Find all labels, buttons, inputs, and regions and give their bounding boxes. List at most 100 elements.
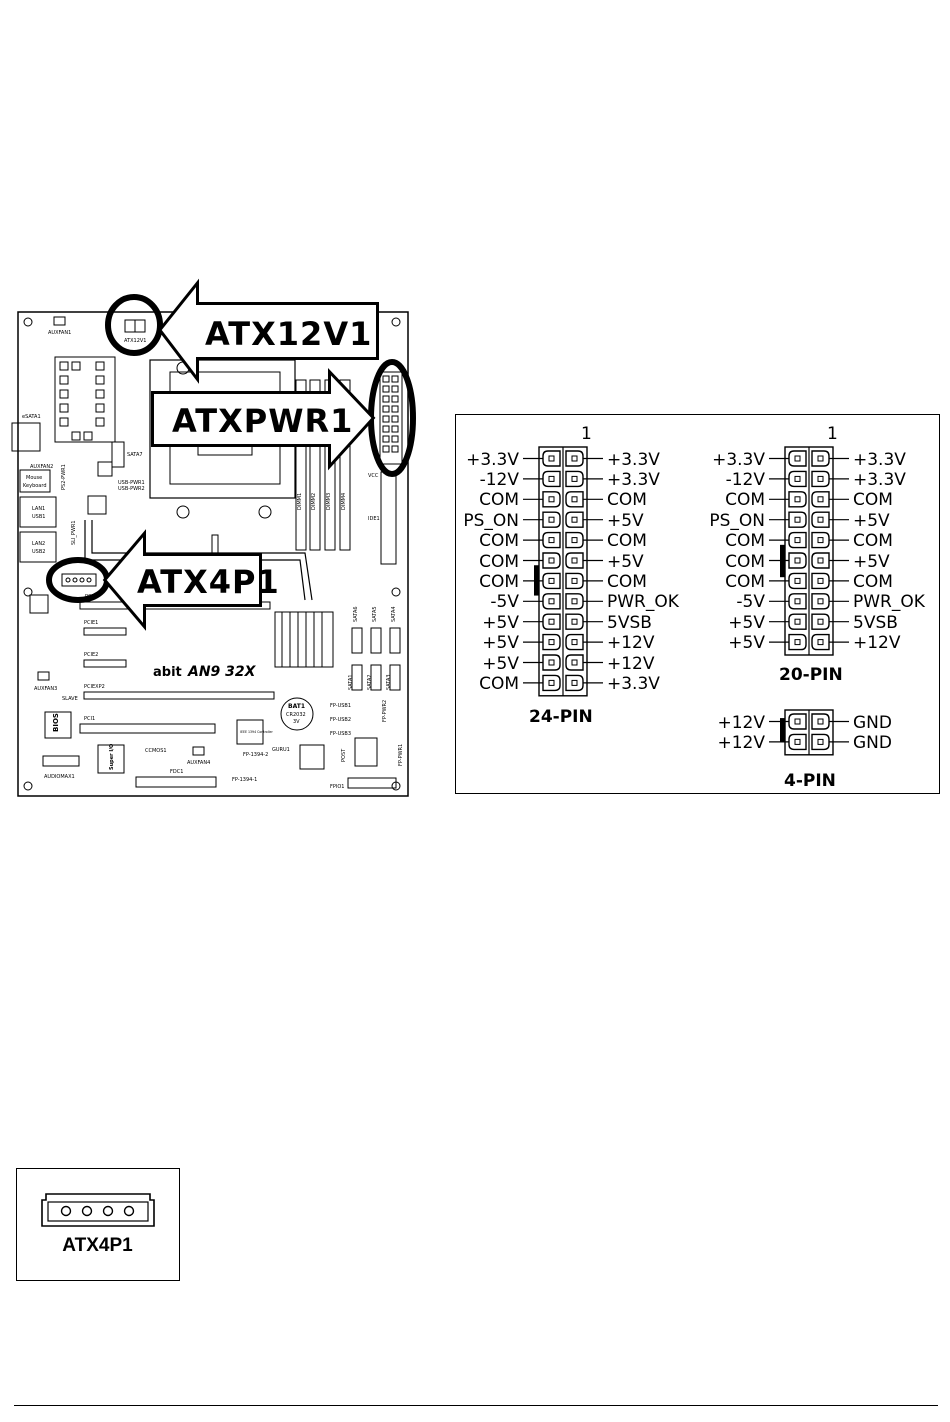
fdc1-label: FDC1 bbox=[170, 769, 183, 775]
pin24-right-label: +12V bbox=[607, 653, 655, 674]
mount-hole bbox=[391, 317, 401, 327]
pin4-pin-left bbox=[787, 733, 807, 750]
pin20-right-label: COM bbox=[853, 531, 893, 552]
pin20-pin-left bbox=[787, 449, 807, 467]
pin4-pin-left-contact bbox=[794, 738, 800, 745]
pin20-pin-left-contact bbox=[794, 495, 800, 502]
pin20-pin-left bbox=[787, 531, 807, 548]
guru1-label: GURU1 bbox=[272, 747, 290, 753]
pin20-pin-right-contact bbox=[817, 597, 823, 604]
super-io-chip bbox=[97, 744, 125, 774]
lan2-label: LAN2 bbox=[32, 541, 45, 547]
atx12v1-small-label: ATX12V1 bbox=[124, 338, 146, 344]
pin4-left-label: +12V bbox=[717, 732, 765, 753]
pin24-pin-left-contact bbox=[548, 516, 554, 523]
pin24-pin-right-contact bbox=[571, 516, 577, 523]
sata1-label: SATA1 bbox=[348, 674, 354, 690]
pin24-right-label: +3.3V bbox=[607, 673, 660, 694]
dimm3-label: DIMM3 bbox=[326, 493, 332, 510]
fp-pwr2-label: FP-PWR2 bbox=[382, 700, 388, 722]
auxfan3-label: AUXFAN3 bbox=[34, 686, 57, 692]
atx12v1-highlight bbox=[105, 294, 163, 356]
pin24-left-label: COM bbox=[479, 571, 519, 592]
post-label: POST bbox=[341, 748, 347, 762]
pin4-pin-right bbox=[810, 733, 830, 750]
pin24-pin-left-contact bbox=[548, 618, 554, 625]
lan2-usb2-port bbox=[19, 531, 57, 563]
dimm1-label: DIMM1 bbox=[297, 493, 303, 510]
pin20-pin-left-contact bbox=[794, 638, 800, 645]
pin20-pin-right-contact bbox=[817, 557, 823, 563]
pin24-left-label: COM bbox=[479, 673, 519, 694]
pin24-left-label: COM bbox=[479, 490, 519, 511]
pin24-pin-right bbox=[564, 531, 584, 548]
pin20-pin-left bbox=[787, 592, 807, 609]
pin24-pin-left bbox=[541, 674, 561, 691]
pin20-pin-left-contact bbox=[794, 577, 800, 584]
pin24-pin-right bbox=[564, 653, 584, 671]
pin24-pin-right-contact bbox=[571, 659, 577, 665]
pin20-right-label: +5V bbox=[853, 551, 890, 572]
pin24-pin-left bbox=[541, 490, 561, 507]
brand-model: AN9 32X bbox=[187, 664, 257, 680]
esata1-port bbox=[11, 422, 41, 452]
pinout-graphics bbox=[522, 445, 849, 755]
vcc-label: VCC bbox=[368, 473, 379, 479]
atx4p1-detail-label: ATX4P1 bbox=[62, 1235, 133, 1256]
pin24-pin-left-contact bbox=[548, 659, 554, 665]
pin20-left-label: +5V bbox=[728, 612, 765, 633]
pin20-pin-left bbox=[787, 490, 807, 507]
pin24-left-label: COM bbox=[479, 551, 519, 572]
atx4p1-callout: ATX4P1 bbox=[137, 563, 280, 601]
pin4-pin-right-contact bbox=[817, 738, 823, 745]
pin24-left-label: +5V bbox=[482, 633, 519, 654]
pin4-right-label: GND bbox=[853, 712, 892, 733]
pin24-right-label: +3.3V bbox=[607, 449, 660, 470]
pin4-caption: 4-PIN bbox=[784, 771, 836, 791]
pin4-pin-left-contact bbox=[794, 718, 800, 724]
pin24-pin-right-contact bbox=[571, 495, 577, 502]
usb1-label: USB1 bbox=[32, 514, 45, 520]
pin20-pin-right bbox=[810, 633, 830, 650]
pin24-pin1-label: 1 bbox=[581, 424, 592, 444]
pin20-left-label: COM bbox=[725, 531, 765, 552]
pin24-right-label: +12V bbox=[607, 633, 655, 654]
cr2032-label: CR2032 bbox=[286, 712, 306, 718]
pin24-left-label: +5V bbox=[482, 612, 519, 633]
pin20-pin-right-contact bbox=[817, 495, 823, 502]
pin4-right-label: GND bbox=[853, 732, 892, 753]
pin24-pin-right bbox=[564, 449, 584, 467]
sli-pwr1-label: SLI_PWR1 bbox=[71, 520, 77, 545]
pin20-pin-left-contact bbox=[794, 597, 800, 604]
pin24-pin-right bbox=[564, 592, 584, 609]
pin20-pin-left-contact bbox=[794, 455, 800, 461]
pin24-pin-left bbox=[541, 633, 561, 650]
bat1-label: BAT1 bbox=[288, 703, 305, 710]
pciexp2-label: PCIEXP2 bbox=[84, 684, 105, 690]
pin24-pin-left bbox=[541, 551, 561, 569]
ps2-port bbox=[19, 469, 51, 493]
sata7-label: SATA7 bbox=[127, 452, 143, 458]
pin24-left-label: +3.3V bbox=[466, 449, 519, 470]
auxfan2-label: AUXFAN2 bbox=[30, 464, 53, 470]
audiomax1-label: AUDIOMAX1 bbox=[44, 774, 75, 780]
pin24-right-label: COM bbox=[607, 571, 647, 592]
pin24-pin-left bbox=[541, 531, 561, 548]
pin24-pin-left bbox=[541, 572, 561, 589]
pcie2-label: PCIE2 bbox=[84, 652, 98, 658]
sata3-label: SATA3 bbox=[386, 674, 392, 690]
mouse-label: Mouse bbox=[26, 475, 42, 481]
pin20-right-label: +12V bbox=[853, 633, 901, 654]
pin24-pin-left bbox=[541, 470, 561, 487]
pin24-pin-left-contact bbox=[548, 557, 554, 563]
atx12v1-callout: ATX12V1 bbox=[205, 315, 372, 353]
pcie1-label: PCIE1 bbox=[84, 620, 98, 626]
pin24-pin-left bbox=[541, 613, 561, 630]
lan1-label: LAN1 bbox=[32, 506, 45, 512]
pin4-pin-left bbox=[787, 712, 807, 730]
pin20-left-label: +5V bbox=[728, 633, 765, 654]
pin20-pin-left bbox=[787, 551, 807, 569]
pin20-pin-right bbox=[810, 490, 830, 507]
pin20-right-label: COM bbox=[853, 571, 893, 592]
